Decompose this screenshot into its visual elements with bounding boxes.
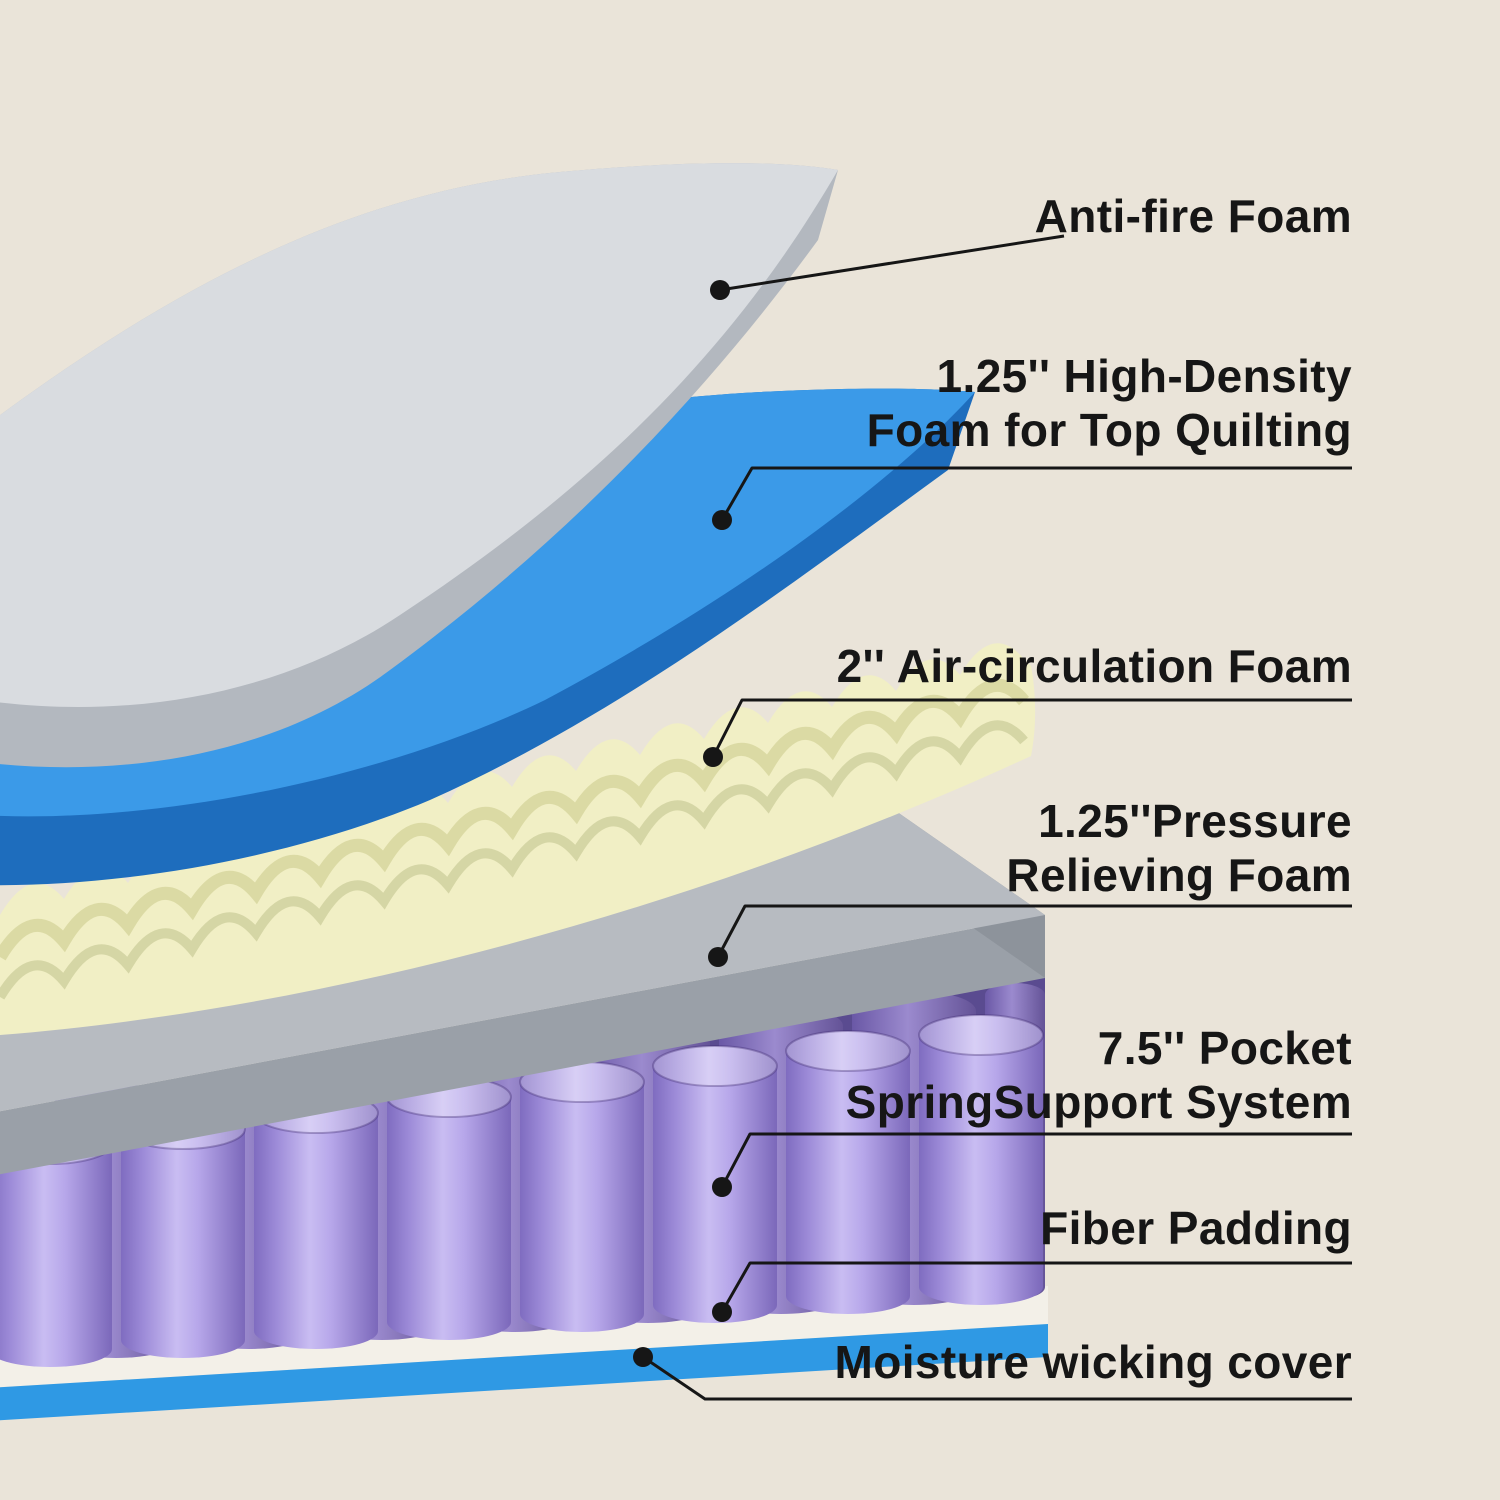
pressure-foam-top-face (0, 800, 1045, 1112)
pressure-foam-layer (0, 800, 1045, 1175)
spring-coil-cap (918, 1014, 1044, 1056)
callout-label-pocket-spring-system: 7.5'' Pocket SpringSupport System (845, 1022, 1352, 1128)
callout-label-anti-fire-foam: Anti-fire Foam (1034, 190, 1352, 242)
callout-dot-high-density-foam (712, 510, 732, 530)
spring-coil (254, 1093, 378, 1349)
callout-label-pressure-relieving-foam: 1.25''Pressure Relieving Foam (1006, 795, 1352, 901)
callout-dot-fiber-padding (712, 1302, 732, 1322)
callout-label-fiber-padding: Fiber Padding (1040, 1202, 1352, 1254)
spring-coil (0, 1124, 112, 1367)
leader-line-fiber-padding (720, 1261, 1352, 1313)
callout-dot-anti-fire-foam (710, 280, 730, 300)
air-circulation-foam-layer (0, 643, 1036, 1035)
spring-coil (919, 1015, 1043, 1305)
moisture-cover-layer (0, 1324, 1048, 1421)
anti-fire-foam-top (0, 163, 838, 708)
pocket-spring-layer (0, 962, 1045, 1367)
anti-fire-foam-layer (0, 163, 838, 768)
callout-label-air-circulation-foam: 2'' Air-circulation Foam (836, 640, 1352, 692)
pressure-foam-front-face (0, 915, 1045, 1175)
leader-line-anti-fire-foam (719, 234, 1065, 292)
air-foam-ridge-row (0, 720, 1028, 1000)
spring-coil (387, 1077, 511, 1340)
leader-line-air-circulation-foam (711, 698, 1352, 758)
spring-coil (520, 1062, 644, 1332)
leader-line-pocket-spring-system (720, 1132, 1352, 1188)
callout-label-moisture-wicking-cover: Moisture wicking cover (834, 1336, 1352, 1388)
callout-label-high-density-foam: 1.25'' High-Density Foam for Top Quiltin… (866, 350, 1352, 456)
spring-coil-cap (785, 1030, 911, 1072)
spring-coil (121, 1109, 245, 1358)
leader-line-moisture-wicking-cover (642, 1355, 1352, 1401)
air-foam-ridge-row (0, 678, 1029, 961)
callout-dot-air-circulation-foam (703, 747, 723, 767)
spring-coil (786, 1031, 910, 1314)
leader-line-pressure-relieving-foam (716, 904, 1352, 958)
spring-coil-cap (652, 1045, 778, 1087)
callout-dot-pressure-relieving-foam (708, 947, 728, 967)
callout-leaders (633, 234, 1352, 1401)
callout-dot-pocket-spring-system (712, 1177, 732, 1197)
leader-line-high-density-foam (720, 466, 1352, 521)
callout-dot-moisture-wicking-cover (633, 1347, 653, 1367)
